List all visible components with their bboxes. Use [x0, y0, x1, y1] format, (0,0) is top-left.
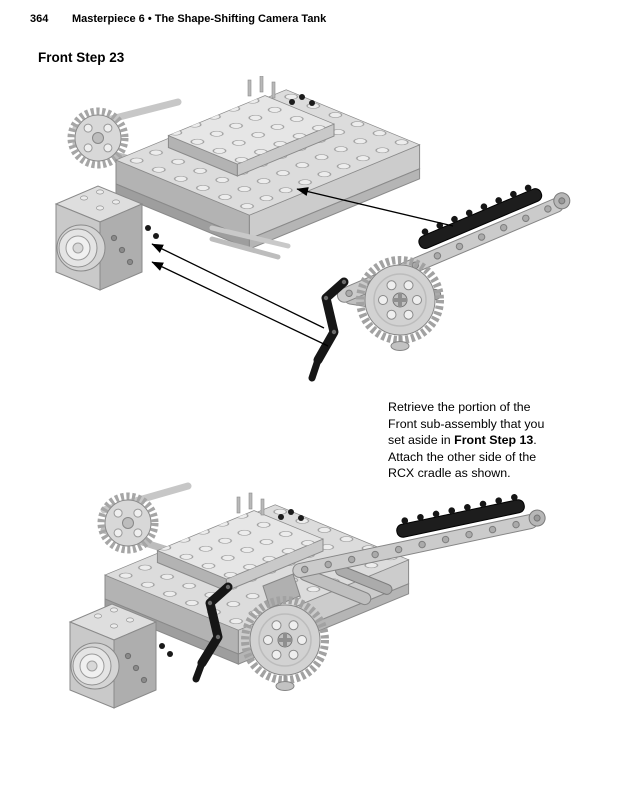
- running-title: Masterpiece 6 • The Shape-Shifting Camer…: [72, 13, 327, 25]
- assembled-assembly-illustration: [68, 482, 546, 709]
- camera-block: [54, 185, 159, 291]
- step-reference: Front Step 13: [454, 433, 534, 448]
- upper-plate: [156, 492, 324, 592]
- instruction-line: set aside in Front Step 13.: [388, 432, 576, 449]
- instruction-line: Front sub-assembly that you: [388, 416, 545, 431]
- left-gear: [97, 492, 159, 554]
- camera-lens: [70, 642, 120, 690]
- figure-assembled-view: [38, 446, 568, 746]
- drive-gear: [241, 596, 329, 691]
- instruction-text: Retrieve the portion of the Front sub-as…: [388, 399, 576, 482]
- step-heading: Front Step 23: [38, 50, 125, 65]
- figure-exploded-view: [26, 76, 618, 388]
- front-sub-assembly: [308, 184, 571, 382]
- instruction-line: Attach the other side of the: [388, 449, 537, 464]
- attachment-arrows: [151, 187, 454, 347]
- page-header: 364 Masterpiece 6 • The Shape-Shifting C…: [30, 13, 326, 25]
- black-bracket: [308, 277, 349, 382]
- exploded-assembly-illustration: [54, 76, 571, 382]
- camera-block: [68, 603, 173, 709]
- drive-gear: [356, 256, 444, 351]
- left-gear: [67, 107, 129, 169]
- black-bracket: [192, 582, 233, 683]
- instruction-text-segment: set aside in: [388, 433, 455, 448]
- camera-lens: [56, 224, 106, 272]
- instruction-text-segment: .: [533, 433, 537, 448]
- instruction-line: RCX cradle as shown.: [388, 466, 511, 481]
- page-number: 364: [30, 13, 49, 25]
- instruction-line: Retrieve the portion of the: [388, 400, 531, 414]
- cradle-beam: [292, 494, 546, 606]
- upper-plate: [167, 76, 335, 177]
- axle-pins: [209, 225, 291, 260]
